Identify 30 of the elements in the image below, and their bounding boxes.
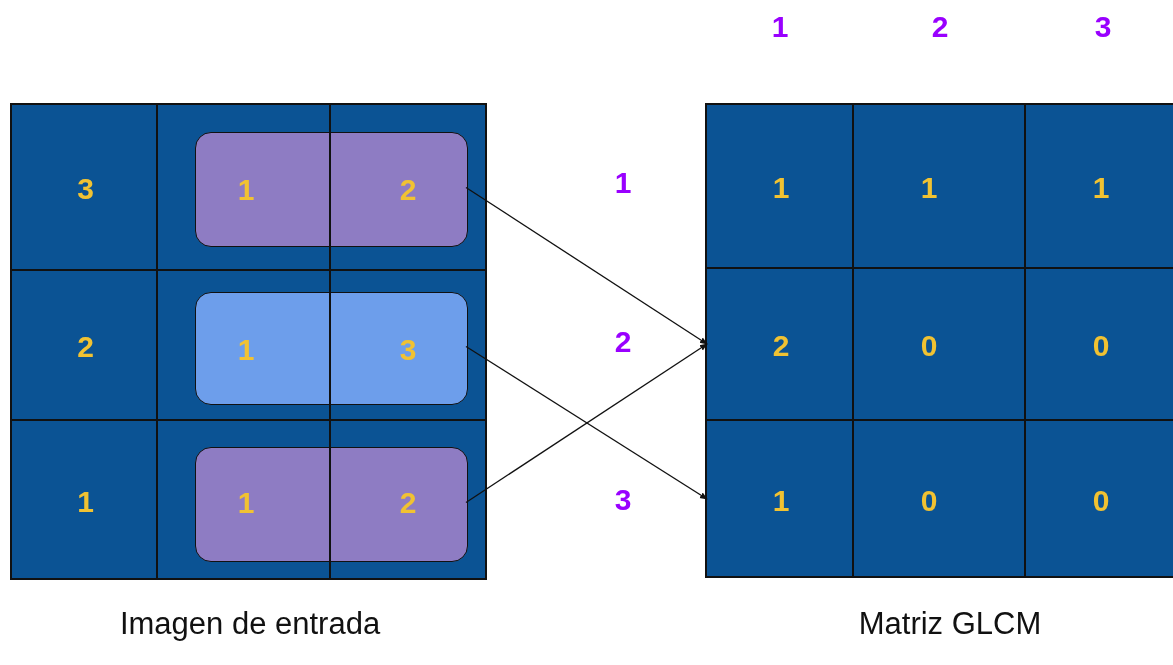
row-header: 1	[614, 168, 632, 198]
cell-value: 2	[77, 332, 94, 362]
grid-caption: Imagen de entrada	[119, 608, 381, 639]
pixel-pair-box	[195, 447, 468, 562]
column-header: 2	[931, 12, 949, 42]
row-header: 2	[614, 327, 632, 357]
pixel-value: 1	[237, 488, 255, 518]
cell-value: 1	[772, 486, 790, 516]
pixel-value: 3	[399, 335, 417, 365]
grid-caption: Matriz GLCM	[858, 608, 1042, 639]
pixel-value: 1	[237, 335, 255, 365]
cell-value: 1	[772, 172, 790, 203]
cell-value: 0	[1092, 486, 1110, 516]
cell-value: 0	[920, 486, 938, 516]
arrow	[465, 186, 708, 345]
pixel-pair-box	[195, 292, 468, 405]
cell-value: 0	[920, 331, 938, 361]
pixel-value: 2	[399, 488, 417, 518]
pixel-value: 1	[237, 175, 255, 205]
cell-value: 3	[77, 173, 94, 204]
pixel-pair-box	[195, 132, 468, 247]
column-header: 3	[1094, 12, 1112, 42]
cell-value: 1	[1092, 172, 1110, 203]
cell-value: 0	[1092, 331, 1110, 361]
cell-value: 2	[772, 331, 790, 361]
column-header: 1	[771, 12, 789, 42]
cell-value: 1	[920, 172, 938, 203]
pixel-value: 2	[399, 175, 417, 205]
row-header: 3	[614, 485, 632, 515]
cell-value: 1	[77, 487, 94, 517]
